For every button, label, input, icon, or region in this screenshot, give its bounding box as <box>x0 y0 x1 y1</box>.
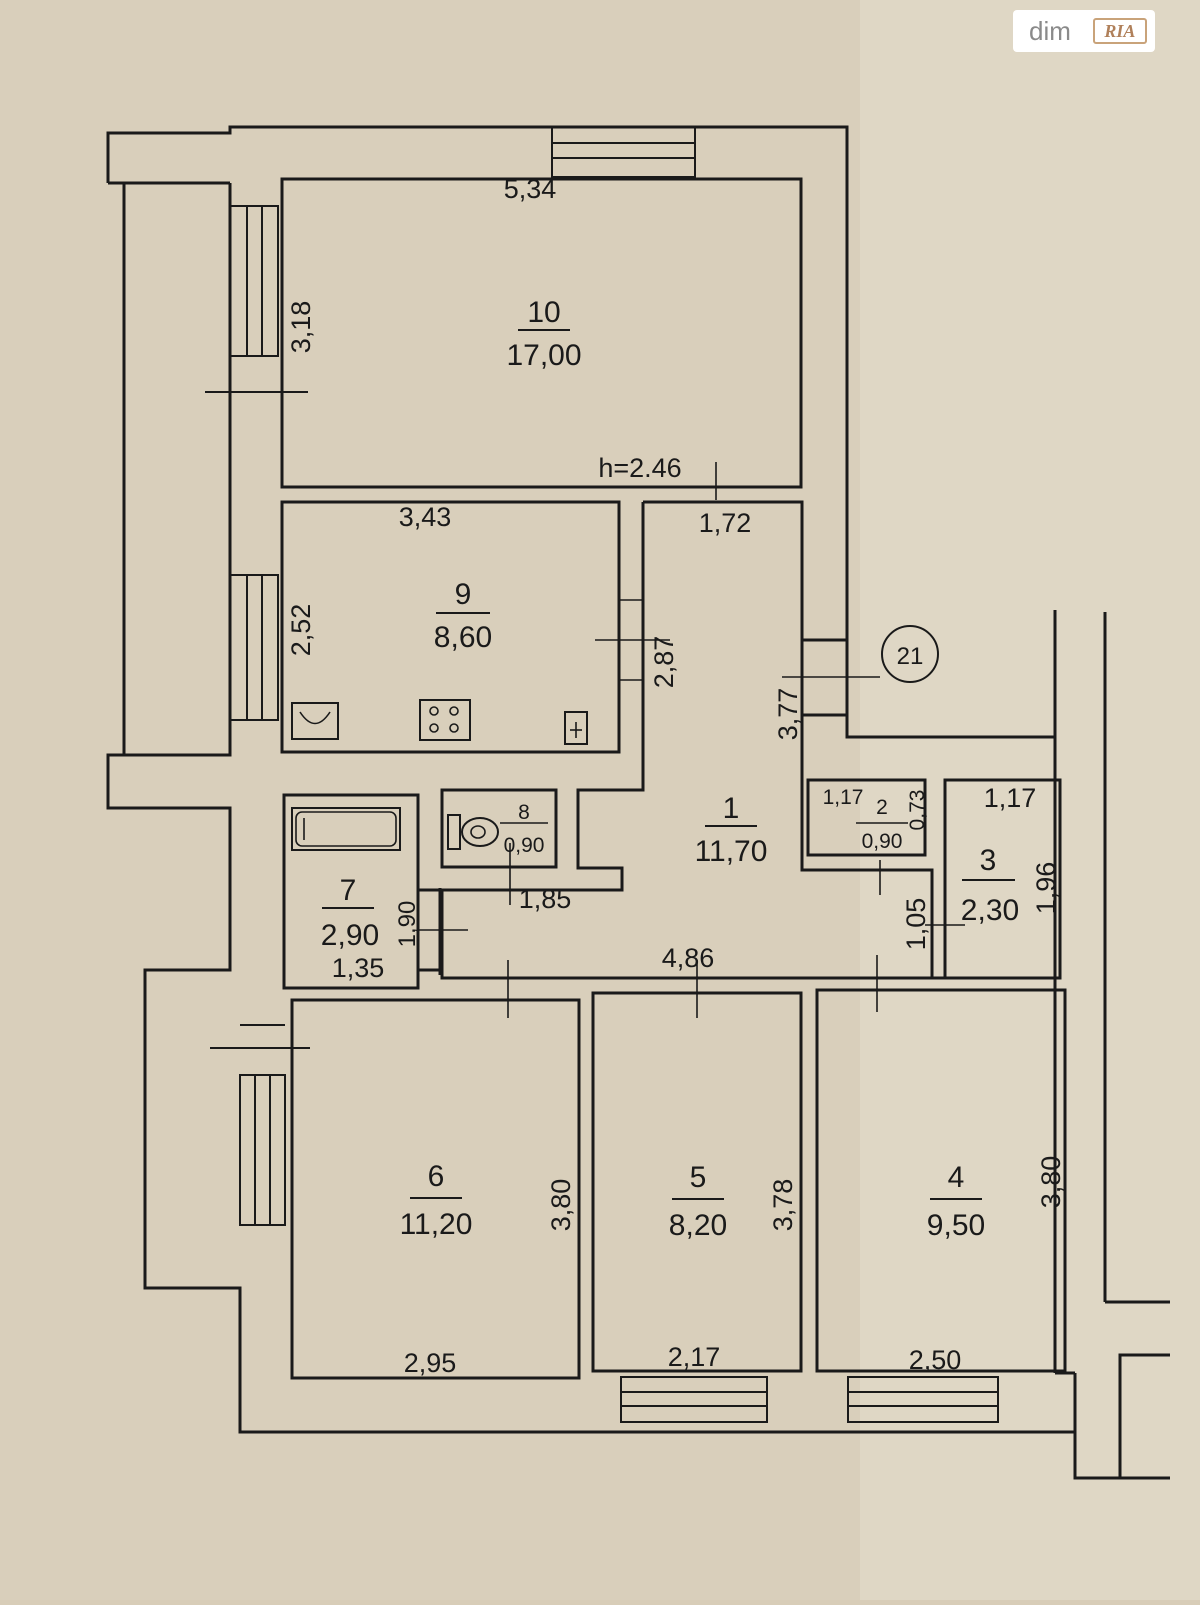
window-bottom-1 <box>620 1376 768 1423</box>
window-bottom-2 <box>847 1376 999 1423</box>
room-1-number: 1 <box>723 792 740 825</box>
room-2-width: 1,17 <box>823 786 864 809</box>
room-5-height: 3,78 <box>768 1179 798 1232</box>
stove-icon <box>419 699 471 741</box>
room-5-area: 8,20 <box>669 1209 727 1242</box>
room-7-height: 1,90 <box>394 901 421 948</box>
window-left-3 <box>210 1024 310 1226</box>
room-2-height: 0,73 <box>906 790 929 831</box>
room-3-width: 1,17 <box>984 783 1037 813</box>
room-4-number: 4 <box>948 1161 965 1194</box>
room-4 <box>815 988 1067 1373</box>
room-6-width: 2,95 <box>404 1348 457 1378</box>
ceiling-height: h=2.46 <box>598 453 681 483</box>
room-9-width: 3,43 <box>399 502 452 532</box>
heater-icon <box>564 711 588 745</box>
room-5-width: 2,17 <box>668 1342 721 1372</box>
marker-21 <box>881 625 939 683</box>
window-left-1 <box>205 205 308 393</box>
window-left-2 <box>229 574 279 721</box>
room-9-number: 9 <box>455 578 472 611</box>
room-9-area: 8,60 <box>434 621 492 654</box>
toilet-icon <box>447 814 499 850</box>
room-8-number: 8 <box>518 801 530 824</box>
room-1-height: 3,77 <box>773 688 803 741</box>
watermark-logo: dim RIA <box>1013 10 1155 52</box>
room-3-height: 1,96 <box>1031 862 1061 915</box>
room-7-width: 1,35 <box>332 953 385 983</box>
room-1-area: 11,70 <box>695 835 768 868</box>
room-10-area: 17,00 <box>506 339 581 372</box>
room-6-height: 3,80 <box>546 1179 576 1232</box>
room-1-width-top: 1,72 <box>699 508 752 538</box>
room-10-number: 10 <box>527 296 560 329</box>
room-4-height: 3,80 <box>1036 1156 1066 1209</box>
room-1-height-2: 2,87 <box>649 636 679 689</box>
room-5-number: 5 <box>690 1161 707 1194</box>
room-10-height: 3,18 <box>286 301 316 354</box>
room-1-width-bottom: 4,86 <box>662 943 715 973</box>
room-9 <box>280 500 621 754</box>
outer-walls <box>106 125 1170 1480</box>
room-4-width: 2,50 <box>909 1345 962 1375</box>
bathtub-icon <box>291 807 401 851</box>
interior-walls <box>282 485 1040 980</box>
room-2-area: 0,90 <box>862 830 903 853</box>
room-7-number: 7 <box>340 874 357 907</box>
room-6-area: 11,20 <box>400 1208 473 1241</box>
window-top <box>551 126 696 178</box>
room-6 <box>290 998 581 1380</box>
ria-logo-icon: RIA <box>1092 18 1147 44</box>
fraction-bars <box>322 329 1015 1200</box>
room-2 <box>806 778 927 857</box>
room-3-door-width: 1,05 <box>901 898 931 951</box>
room-4-area: 9,50 <box>927 1209 985 1242</box>
room-3-area: 2,30 <box>961 894 1019 927</box>
room-8 <box>440 788 558 869</box>
room-3-number: 3 <box>980 844 997 877</box>
room-10-width: 5,34 <box>504 174 557 204</box>
room-9-height: 2,52 <box>286 604 316 657</box>
marker-21-label: 21 <box>897 643 924 670</box>
doors <box>418 462 965 1018</box>
room-6-number: 6 <box>428 1160 445 1193</box>
room-7-area: 2,90 <box>321 919 379 952</box>
room-2-number: 2 <box>876 796 888 819</box>
sink-icon <box>291 702 339 740</box>
watermark-text: dim <box>1029 15 1071 46</box>
room-8-area: 0,90 <box>504 834 545 857</box>
room-1-width-small: 1,85 <box>519 884 572 914</box>
